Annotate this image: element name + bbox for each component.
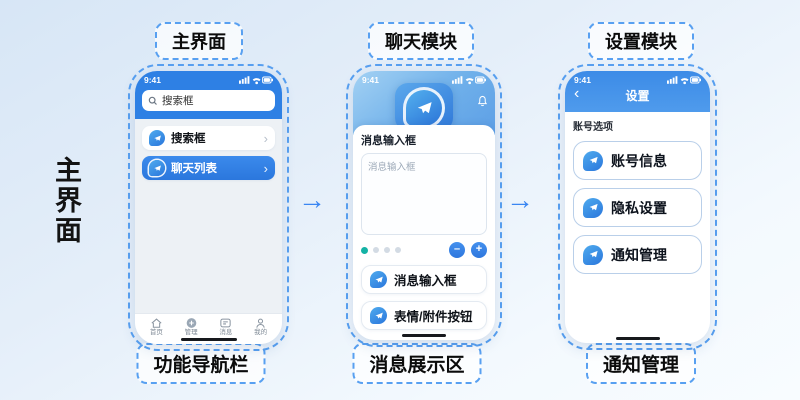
- pagination-dot[interactable]: [373, 247, 379, 253]
- pagination-dot[interactable]: [384, 247, 390, 253]
- nav-bar: ‹ 设置: [565, 85, 710, 105]
- back-icon[interactable]: ‹: [574, 84, 580, 102]
- bottom-label-message-area: 消息展示区: [352, 343, 482, 384]
- phone1-empty-area: [142, 186, 275, 313]
- phone1-screen: 9:41 搜索框: [135, 71, 282, 344]
- tab-label: 我的: [254, 328, 268, 336]
- list-item-label: 消息输入框: [394, 274, 457, 288]
- telegram-icon: [583, 197, 603, 218]
- settings-item-privacy[interactable]: 隐私设置: [573, 188, 702, 227]
- phone-settings-module: 9:41 ‹ 设置 账号选项: [558, 64, 717, 350]
- flow-arrow-1: →: [298, 184, 326, 215]
- settings-item-label: 隐私设置: [611, 199, 667, 216]
- paper-plane-icon: [589, 250, 598, 258]
- flow-arrow-2: →: [506, 184, 534, 215]
- phone3-empty-area: [573, 274, 702, 335]
- chevron-right-icon: ›: [263, 130, 268, 146]
- paper-plane-icon: [374, 276, 383, 282]
- message-input-card: 消息输入框 – + 消息输入框: [353, 125, 495, 340]
- home-indicator[interactable]: [402, 334, 446, 337]
- minus-button[interactable]: –: [449, 242, 465, 258]
- nav-title: 设置: [625, 88, 650, 103]
- phone1-homebar-strip: [135, 336, 282, 344]
- tab-label: 管理: [184, 328, 198, 336]
- telegram-icon: [370, 271, 387, 288]
- phone2-statusbar: 9:41: [353, 71, 495, 85]
- pagination-dots-row: – +: [361, 242, 487, 258]
- phone2-empty-area: [361, 330, 487, 332]
- list-item-message-input[interactable]: 消息输入框: [361, 265, 487, 294]
- phone3-body: 账号选项 账号信息 隐私设置 通知管理: [565, 112, 710, 343]
- top-label-main-interface: 主界面: [155, 22, 243, 60]
- phone3-header: 9:41 ‹ 设置: [565, 71, 710, 112]
- person-icon: [256, 318, 265, 328]
- pagination-dot[interactable]: [395, 247, 401, 253]
- pagination-dot-active[interactable]: [361, 246, 368, 254]
- paper-plane-icon: [153, 165, 161, 171]
- search-icon: [148, 96, 157, 105]
- tab-label: 消息: [219, 328, 233, 336]
- list-item-label: 聊天列表: [171, 163, 217, 175]
- home-icon: [151, 317, 162, 328]
- list-item-search-box[interactable]: 搜索框 ›: [142, 126, 275, 150]
- stepper: – +: [449, 242, 487, 258]
- chat-icon: [220, 318, 232, 327]
- paper-plane-icon: [374, 312, 383, 318]
- phone1-body: 搜索框 › 聊天列表 ›: [135, 119, 282, 313]
- phone3-screen: 9:41 ‹ 设置 账号选项: [565, 71, 710, 343]
- status-time: 9:41: [362, 74, 380, 85]
- app-logo-icon: [403, 87, 445, 129]
- settings-item-label: 账号信息: [611, 152, 667, 169]
- side-vertical-title: 主界面: [51, 156, 81, 246]
- chevron-right-icon: ›: [263, 160, 268, 176]
- plus-circle-icon: [186, 317, 196, 328]
- phone2-header: 9:41: [353, 71, 495, 135]
- paper-plane-icon: [589, 203, 598, 211]
- status-icons: [667, 76, 701, 85]
- tab-label: 首页: [149, 328, 163, 336]
- status-icons: [239, 76, 273, 85]
- settings-item-label: 通知管理: [611, 246, 667, 263]
- section-label: 账号选项: [573, 122, 613, 133]
- list-item-chat-list[interactable]: 聊天列表 ›: [142, 156, 275, 180]
- paper-plane-icon: [589, 156, 598, 164]
- telegram-icon: [583, 150, 603, 171]
- list-item-emoji-attachment[interactable]: 表情/附件按钮: [361, 301, 487, 330]
- telegram-icon: [149, 130, 165, 146]
- plus-button[interactable]: +: [471, 242, 487, 258]
- telegram-icon: [370, 307, 387, 324]
- paper-plane-icon: [417, 101, 432, 113]
- status-time: 9:41: [574, 74, 592, 85]
- top-label-chat-module: 聊天模块: [368, 22, 474, 60]
- telegram-icon: [583, 244, 603, 265]
- bell-icon[interactable]: [477, 95, 488, 107]
- phone-chat-module: 9:41: [346, 64, 502, 347]
- home-indicator[interactable]: [180, 338, 237, 341]
- phone1-statusbar: 9:41: [135, 71, 282, 85]
- list-item-label: 搜索框: [171, 133, 206, 145]
- phone-main-interface: 9:41 搜索框: [128, 64, 289, 351]
- telegram-icon: [149, 160, 165, 176]
- status-time: 9:41: [144, 74, 162, 85]
- top-label-settings-module: 设置模块: [588, 22, 694, 60]
- settings-item-notifications[interactable]: 通知管理: [573, 235, 702, 274]
- card-title: 消息输入框: [361, 135, 416, 147]
- tab-profile[interactable]: 我的: [254, 317, 267, 337]
- tab-messages[interactable]: 消息: [219, 317, 232, 337]
- phone1-header: 9:41 搜索框: [135, 71, 282, 119]
- settings-item-account-info[interactable]: 账号信息: [573, 141, 702, 180]
- bottom-tab-bar: 首页 管理 消息 我的: [135, 312, 282, 337]
- search-input[interactable]: 搜索框: [142, 90, 275, 111]
- paper-plane-icon: [153, 135, 161, 141]
- list-item-label: 表情/附件按钮: [394, 310, 473, 324]
- tab-manage[interactable]: 管理: [185, 317, 198, 337]
- phone3-statusbar: 9:41: [565, 71, 710, 85]
- home-indicator[interactable]: [615, 337, 660, 340]
- phone2-screen: 9:41: [353, 71, 495, 340]
- status-icons: [452, 76, 486, 85]
- search-input-text: 搜索框: [162, 95, 194, 107]
- message-input-textarea[interactable]: [361, 153, 487, 235]
- tab-home[interactable]: 首页: [150, 317, 163, 337]
